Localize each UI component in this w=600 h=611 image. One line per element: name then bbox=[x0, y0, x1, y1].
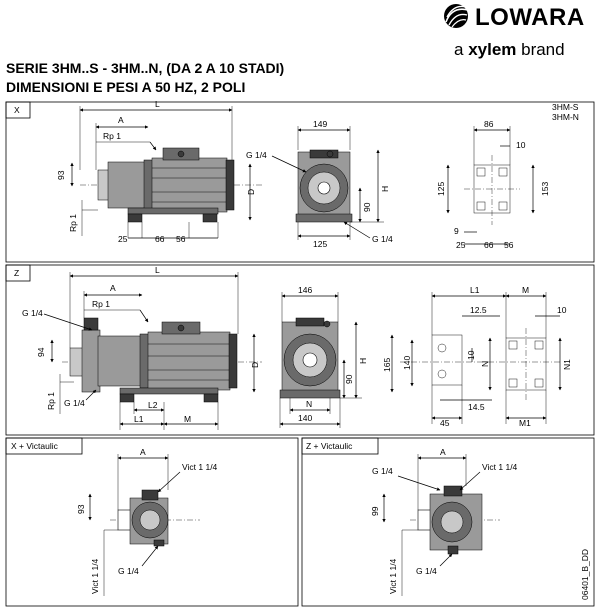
dim-z-146: 146 bbox=[298, 285, 312, 295]
dim-x-H: H bbox=[380, 186, 390, 192]
dim-zb-N1: N1 bbox=[562, 359, 572, 370]
label-z-g14-bottom: G 1/4 bbox=[64, 398, 85, 408]
pump-x-front-view bbox=[295, 149, 353, 223]
panel-zv-label: Z + Victaulic bbox=[306, 441, 353, 451]
series-title: SERIE 3HM..S - 3HM..N, (DA 2 A 10 STADI) bbox=[6, 60, 285, 76]
dim-zb-N: N bbox=[480, 361, 490, 367]
lowara-swirl-icon bbox=[444, 4, 469, 28]
dim-xb-153: 153 bbox=[540, 182, 550, 196]
dim-zb-d10: 10 bbox=[466, 350, 476, 360]
dim-zb-45: 45 bbox=[440, 418, 450, 428]
label-zv-g14-bottom: G 1/4 bbox=[416, 566, 437, 576]
label-x-g14-top: G 1/4 bbox=[246, 150, 267, 160]
label-xv-vict-side: Vict 1 1/4 bbox=[90, 558, 100, 594]
dim-zb-M1: M1 bbox=[519, 418, 531, 428]
pump-zv-side-view bbox=[410, 485, 500, 555]
dimensions-title: DIMENSIONI E PESI A 50 HZ, 2 POLI bbox=[6, 79, 246, 95]
dim-z-A: A bbox=[110, 283, 116, 293]
dim-x-56: 56 bbox=[176, 234, 186, 244]
label-z-rp1-top: Rp 1 bbox=[92, 299, 110, 309]
panel-xv-label: X + Victaulic bbox=[11, 441, 59, 451]
label-xv-g14: G 1/4 bbox=[118, 566, 139, 576]
dim-x-149: 149 bbox=[313, 119, 327, 129]
dim-x-125: 125 bbox=[313, 239, 327, 249]
dim-x-A: A bbox=[118, 115, 124, 125]
base-z-plate bbox=[400, 328, 560, 400]
panel-zv-frame bbox=[301, 437, 595, 607]
label-x-rp1-top: Rp 1 bbox=[103, 131, 121, 141]
base-x-plate bbox=[464, 155, 520, 225]
dim-zb-14.5: 14.5 bbox=[468, 402, 485, 412]
dim-x-66: 66 bbox=[155, 234, 165, 244]
pump-z-side-view bbox=[62, 317, 262, 403]
dim-z-140: 140 bbox=[298, 413, 312, 423]
pump-xv-side-view bbox=[110, 489, 200, 547]
dim-zb-12.5: 12.5 bbox=[470, 305, 487, 315]
dim-z-N: N bbox=[306, 399, 312, 409]
dim-xb-10: 10 bbox=[516, 140, 526, 150]
dim-xb-86: 86 bbox=[484, 119, 494, 129]
brand-tagline: a xylem brand bbox=[454, 40, 565, 59]
label-z-rp1-side: Rp 1 bbox=[46, 392, 56, 410]
brand-logo: LOWARA bbox=[475, 4, 585, 31]
pump-x-side-view bbox=[80, 147, 262, 223]
panel-z-frame bbox=[5, 264, 595, 436]
panel-x-label: X bbox=[14, 105, 20, 115]
dim-xb-125: 125 bbox=[436, 182, 446, 196]
dim-xv-93: 93 bbox=[76, 504, 86, 514]
pump-z-front-view bbox=[279, 317, 341, 399]
dim-z-M: M bbox=[184, 414, 191, 424]
panel-z-label: Z bbox=[14, 268, 19, 278]
label-zv-vict-side: Vict 1 1/4 bbox=[388, 558, 398, 594]
panel-x-frame bbox=[5, 101, 595, 263]
dim-z-L1: L1 bbox=[134, 414, 144, 424]
dim-zv-99: 99 bbox=[370, 506, 380, 516]
dim-xb-25: 25 bbox=[456, 240, 466, 250]
dim-x-90: 90 bbox=[362, 202, 372, 212]
label-x-rp1-side: Rp 1 bbox=[68, 214, 78, 232]
drawing-reference: 06401_B_DD bbox=[580, 549, 590, 600]
dim-zb-140: 140 bbox=[402, 356, 412, 370]
dim-zb-M: M bbox=[522, 285, 529, 295]
dim-xv-A: A bbox=[140, 447, 146, 457]
label-x-g14-bottom: G 1/4 bbox=[372, 234, 393, 244]
dim-xb-9: 9 bbox=[454, 226, 459, 236]
dim-x-D: D bbox=[246, 189, 256, 195]
dim-x-L: L bbox=[155, 99, 160, 109]
dim-zb-10: 10 bbox=[557, 305, 567, 315]
label-zv-vict-top: Vict 1 1/4 bbox=[482, 462, 518, 472]
dim-xb-56: 56 bbox=[504, 240, 514, 250]
dim-z-94: 94 bbox=[36, 347, 46, 357]
panel-xv-frame bbox=[5, 437, 299, 607]
dim-z-L2: L2 bbox=[148, 400, 158, 410]
label-z-g14-top: G 1/4 bbox=[22, 308, 43, 318]
model-3hm-n: 3HM-N bbox=[552, 112, 579, 122]
dim-x-25: 25 bbox=[118, 234, 128, 244]
dim-xb-66: 66 bbox=[484, 240, 494, 250]
dim-zb-L1: L1 bbox=[470, 285, 480, 295]
dim-x-93: 93 bbox=[56, 170, 66, 180]
label-zv-g14-top: G 1/4 bbox=[372, 466, 393, 476]
dim-z-H: H bbox=[358, 358, 368, 364]
dim-z-L: L bbox=[155, 265, 160, 275]
dim-zb-165: 165 bbox=[382, 358, 392, 372]
label-xv-vict-top: Vict 1 1/4 bbox=[182, 462, 218, 472]
dim-z-90: 90 bbox=[344, 374, 354, 384]
model-3hm-s: 3HM-S bbox=[552, 102, 579, 112]
dim-z-D: D bbox=[250, 362, 260, 368]
dim-zv-A: A bbox=[440, 447, 446, 457]
